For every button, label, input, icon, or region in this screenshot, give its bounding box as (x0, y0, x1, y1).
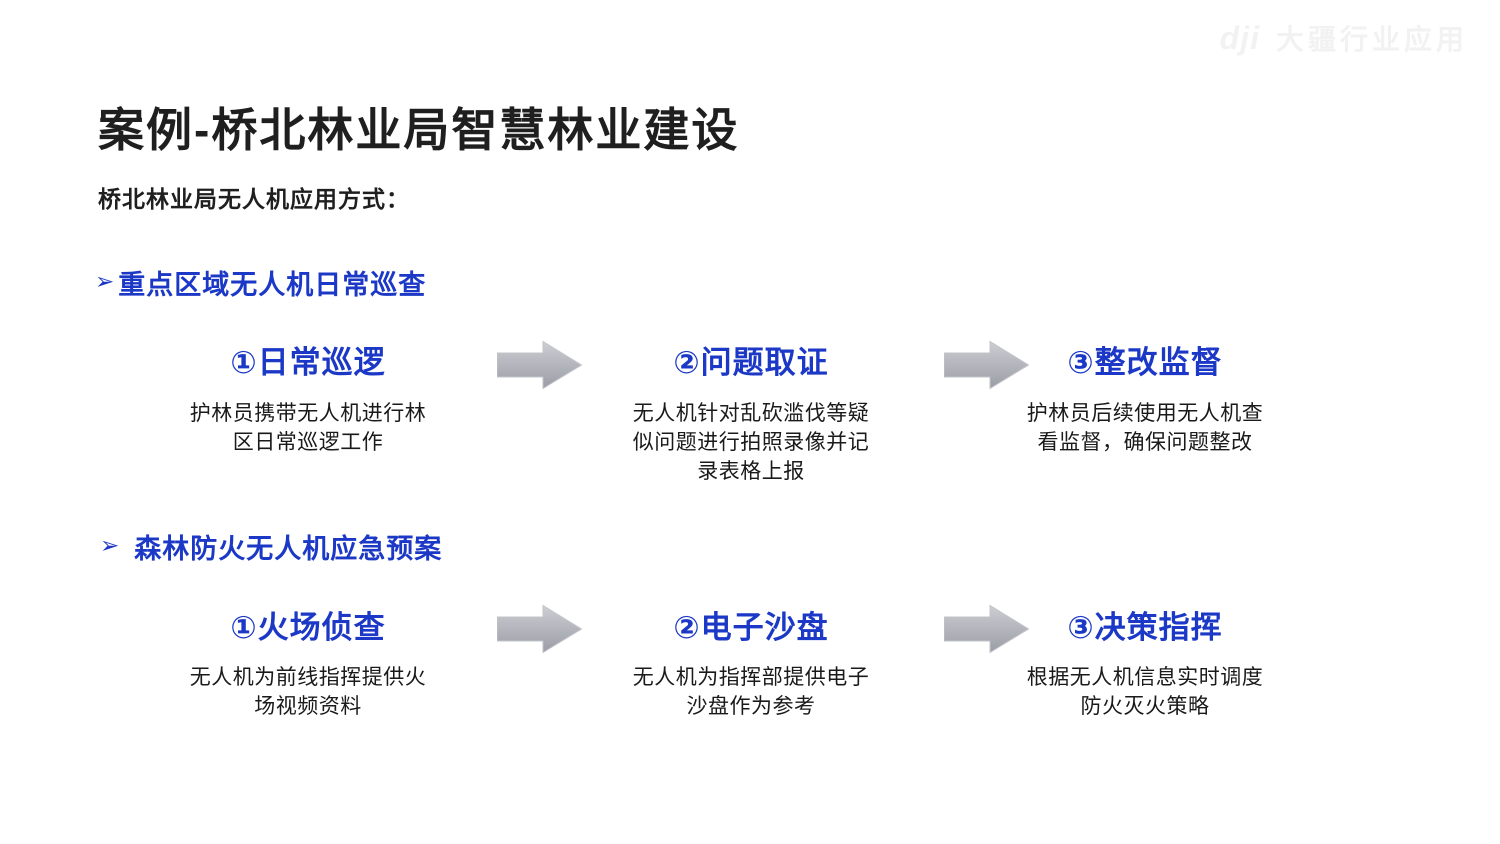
step-desc-rectification: 护林员后续使用无人机查 看监督，确保问题整改 (1026, 402, 1264, 454)
arrow-bullet-icon: ➢ (100, 532, 121, 558)
dji-watermark-label: 大疆行业应用 (1275, 24, 1468, 55)
right-arrow-icon (944, 340, 1030, 390)
arrow-bullet-icon: ➢ (95, 268, 116, 294)
slide-subtitle: 桥北林业局无人机应用方式： (98, 186, 410, 212)
dji-watermark: dji 大疆行业应用 (1220, 18, 1468, 58)
slide-title: 案例-桥北林业局智慧林业建设 (98, 104, 740, 156)
right-arrow-icon (497, 340, 583, 390)
step-title-digital-sandtable: ②电子沙盘 (673, 610, 829, 645)
step-title-fire-recon: ①火场侦查 (230, 610, 386, 645)
section-heading-label: 森林防火无人机应急预案 (134, 534, 443, 564)
right-arrow-icon (944, 604, 1030, 654)
section-heading-label: 重点区域无人机日常巡查 (118, 270, 427, 300)
step-desc-fire-recon: 无人机为前线指挥提供火 场视频资料 (189, 666, 427, 718)
section-heading-fire-plan: ➢ 森林防火无人机应急预案 (100, 527, 442, 566)
step-desc-decision-command: 根据无人机信息实时调度 防火灭火策略 (1026, 666, 1264, 718)
step-desc-evidence: 无人机针对乱砍滥伐等疑 似问题进行拍照录像并记 录表格上报 (632, 402, 870, 483)
dji-logo: dji (1219, 19, 1260, 56)
step-desc-daily-patrol: 护林员携带无人机进行林 区日常巡逻工作 (189, 402, 427, 454)
step-desc-digital-sandtable: 无人机为指挥部提供电子 沙盘作为参考 (632, 666, 870, 718)
step-title-evidence: ②问题取证 (673, 345, 829, 380)
step-title-daily-patrol: ①日常巡逻 (230, 345, 386, 380)
step-title-rectification: ③整改监督 (1067, 345, 1223, 380)
section-heading-daily-patrol: ➢ 重点区域无人机日常巡查 (95, 263, 426, 302)
right-arrow-icon (497, 604, 583, 654)
step-title-decision-command: ③决策指挥 (1067, 610, 1223, 645)
